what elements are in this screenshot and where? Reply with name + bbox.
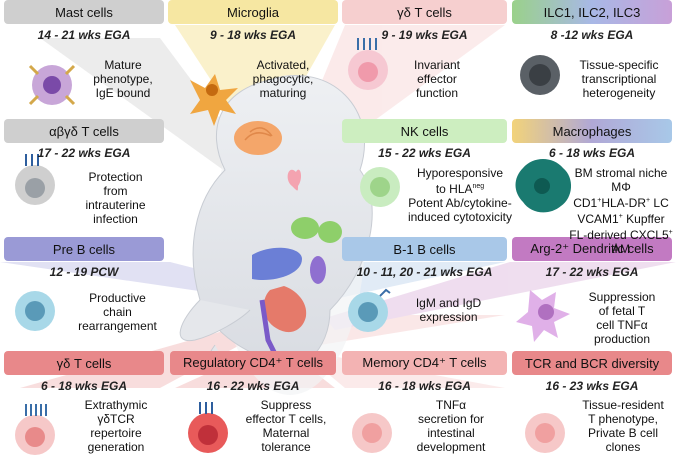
- dendritic-cell-icon: [516, 290, 570, 342]
- treg-header: Regulatory CD4⁺ T cells: [170, 351, 336, 375]
- liver-organ: [252, 247, 302, 281]
- b1-b-cells-header: B-1 B cells: [342, 237, 507, 261]
- b1-b-cells-time: 10 - 11, 20 - 21 wks EGA: [356, 265, 493, 279]
- thymus-organ: [287, 169, 302, 191]
- nk-cells-time: 15 - 22 wks EGA: [378, 146, 471, 160]
- mast-cells-header: Mast cells: [4, 0, 164, 24]
- microglia-time: 9 - 18 wks EGA: [209, 28, 297, 42]
- tcr-bcr-cell-icon: [525, 413, 565, 453]
- tcr-bcr-time: 16 - 23 wks EGA: [545, 379, 639, 393]
- mast-cells-time: 14 - 21 wks EGA: [37, 28, 131, 42]
- dendritic-cells-time: 17 - 22 wks EGA: [545, 265, 639, 279]
- macrophages-header: Macrophages: [552, 123, 632, 139]
- microglia-header: Microglia: [168, 0, 338, 24]
- gd-t-cell-icon: [348, 38, 388, 90]
- microglia-desc: Activated,phagocytic,maturing: [252, 58, 314, 100]
- macrophage-icon: [515, 159, 572, 213]
- cell-icons: [15, 38, 572, 455]
- memory-t-cells-time: 16 - 18 wks EGA: [378, 379, 471, 393]
- pre-b-cells-header: Pre B cells: [4, 237, 164, 261]
- gd-t-cells-header-2: γδ T cells: [4, 351, 164, 375]
- gd-t-cells-header: γδ T cells: [342, 0, 507, 24]
- mast-cell-icon: [28, 64, 76, 106]
- lung-organ-right: [318, 221, 342, 243]
- pre-b-cell-icon: [15, 291, 55, 331]
- nk-cell-icon: [360, 167, 400, 207]
- tcr-bcr-header: TCR and BCR diversity: [512, 351, 672, 375]
- gd-t-cells-time-2: 6 - 18 wks EGA: [40, 379, 128, 393]
- abgd-t-cell-icon: [15, 154, 55, 205]
- nk-cells-header: NK cells: [342, 119, 507, 143]
- macrophages-time: 6 - 18 wks EGA: [548, 146, 636, 160]
- pre-b-cells-time: 12 - 19 PCW: [49, 265, 119, 279]
- gd-t-cell-icon-2: [15, 404, 55, 455]
- brain-organ: [234, 121, 282, 155]
- ilc-header: ILC1, ILC2, ILC3: [543, 4, 641, 20]
- b1-b-cell-icon: [348, 288, 391, 332]
- organs: [234, 121, 342, 362]
- abgd-t-cells-header: αβγδ T cells: [4, 119, 164, 143]
- lung-organ: [291, 217, 319, 239]
- gd-t-cells-time: 9 - 19 wks EGA: [381, 28, 468, 42]
- intestine-organ: [263, 286, 307, 333]
- dendritic-cells-header: Arg-2⁺ Dendritic cells: [512, 237, 672, 261]
- abgd-t-cells-time: 17 - 22 wks EGA: [37, 146, 131, 160]
- spleen-organ: [310, 256, 326, 284]
- memory-t-cells-header: Memory CD4⁺ T cells: [342, 351, 507, 375]
- memory-t-cell-icon: [352, 413, 392, 453]
- ilc-time: 8 -12 wks EGA: [550, 28, 634, 42]
- treg-time: 16 - 22 wks EGA: [206, 379, 300, 393]
- microglia-icon: [190, 74, 238, 126]
- treg-cell-icon: [188, 402, 228, 453]
- ilc-cell-icon: [520, 55, 560, 95]
- fetus-illustration: [179, 75, 373, 395]
